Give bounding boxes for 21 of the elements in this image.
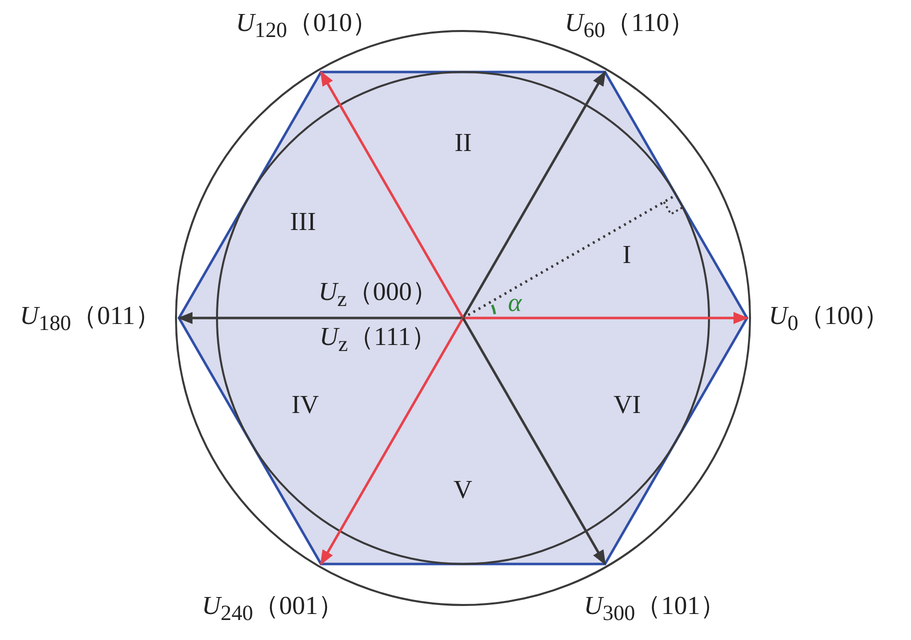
region-number: IV (292, 390, 319, 420)
vector-arrow (320, 70, 464, 319)
vector-label: U$_{z}$（000） (318, 276, 438, 313)
vector-arrow (462, 70, 606, 319)
vector-arrow (320, 317, 464, 566)
angle-label: α (508, 288, 522, 318)
vector-label: U$_{0}$（100） (768, 301, 890, 338)
vector-arrow (178, 312, 463, 324)
vector-label: U$_{180}$（011） (20, 301, 162, 338)
vector-arrow (462, 317, 606, 566)
region-number: I (622, 240, 632, 270)
vector-label: U$_{240}$（001） (202, 590, 344, 627)
region-number: VI (614, 390, 641, 420)
region-number: V (454, 475, 472, 505)
region-number: III (290, 207, 316, 237)
vector-label: U$_{300}$（101） (584, 590, 726, 627)
vector-label: U$_{60}$（110） (564, 8, 696, 44)
vector-arrow (463, 312, 748, 324)
vector-label: U$_{120}$（010） (236, 8, 378, 44)
region-number: II (454, 128, 472, 158)
vector-label: U$_{z}$（111） (320, 322, 437, 358)
